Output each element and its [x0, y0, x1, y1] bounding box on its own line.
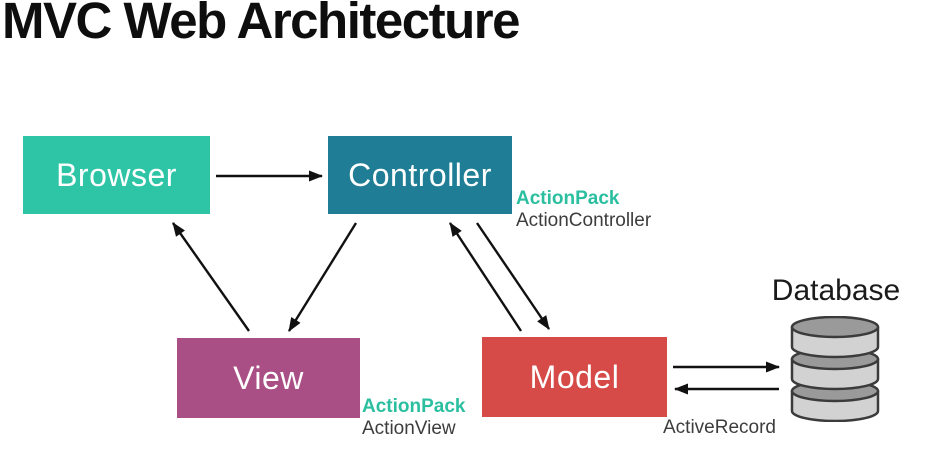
- model-annotation: ActiveRecord: [663, 417, 776, 439]
- node-controller-label: Controller: [348, 156, 492, 193]
- database-icon: [790, 316, 880, 422]
- edge-controller-model: [476, 222, 550, 330]
- node-model: Model: [482, 337, 667, 417]
- edge-model-controller: [448, 222, 523, 332]
- controller-annotation: ActionPack ActionController: [516, 188, 651, 232]
- view-package-label: ActionPack: [362, 396, 466, 417]
- controller-component-label: ActionController: [516, 210, 652, 231]
- node-view: View: [177, 338, 360, 418]
- view-component-label: ActionView: [362, 418, 456, 439]
- controller-package-label: ActionPack: [516, 188, 620, 209]
- view-annotation: ActionPack ActionView: [362, 396, 465, 440]
- edge-controller-view: [287, 222, 358, 332]
- node-controller: Controller: [328, 136, 512, 214]
- node-browser-label: Browser: [56, 156, 177, 193]
- database-label: Database: [771, 274, 901, 307]
- page-title: MVC Web Architecture: [2, 0, 520, 49]
- node-view-label: View: [233, 359, 304, 396]
- edge-view-browser: [172, 222, 250, 332]
- node-model-label: Model: [529, 358, 620, 395]
- model-component-label: ActiveRecord: [663, 417, 776, 438]
- node-browser: Browser: [23, 136, 210, 214]
